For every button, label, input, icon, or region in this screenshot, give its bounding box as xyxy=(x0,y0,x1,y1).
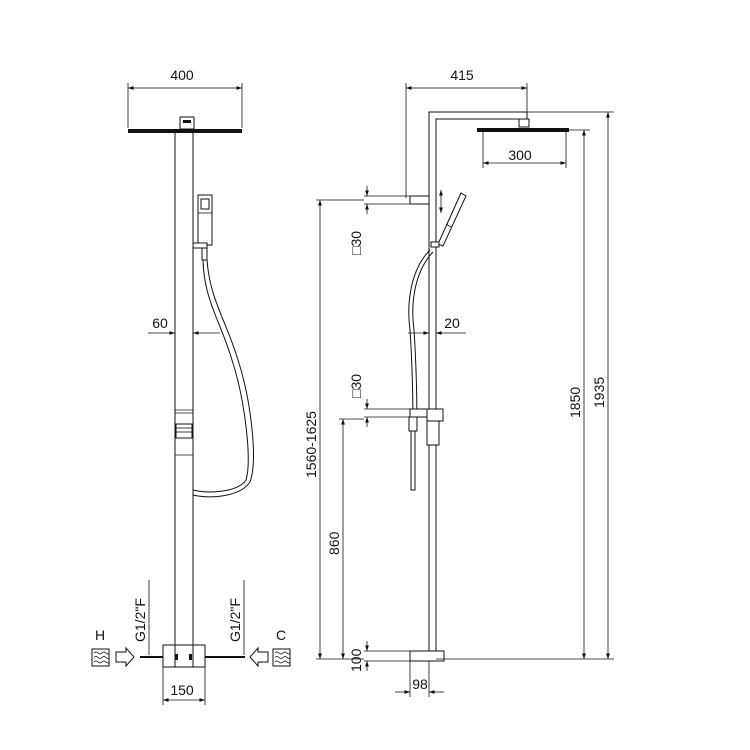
thread-dimensions: G1/2"F G1/2"F xyxy=(132,580,245,655)
cold-inlet: C xyxy=(249,627,291,668)
dim-inlet-height: 100 xyxy=(348,648,364,672)
dim-bar-width: 60 xyxy=(152,315,168,331)
dim-head-size: 300 xyxy=(508,147,532,163)
dim-valve-height: 860 xyxy=(326,531,342,555)
shower-head-front xyxy=(128,116,242,133)
inlet-box-front xyxy=(140,644,245,668)
valve-height-dimension: 860 xyxy=(326,418,364,659)
dim-wall-offset: 98 xyxy=(412,676,428,692)
dim-total-height: 1935 xyxy=(591,377,607,408)
upper-bracket: □30 xyxy=(348,186,443,255)
holder-offset-dimension: 20 xyxy=(408,315,466,335)
dim-holder-offset: 20 xyxy=(444,315,460,331)
dim-section-upper: □30 xyxy=(348,231,364,255)
cold-water-icon xyxy=(272,648,291,667)
head-size-dimension: 300 xyxy=(482,132,567,168)
front-view: 400 60 xyxy=(91,67,291,705)
hand-shower-front xyxy=(192,194,213,261)
shower-column-side xyxy=(428,111,569,660)
thread-label-right: G1/2"F xyxy=(227,598,243,642)
dim-arm-reach: 415 xyxy=(450,67,474,83)
head-width-dimension: 400 xyxy=(127,67,243,128)
bar-width-dimension: 60 xyxy=(148,315,220,335)
arm-reach-dimension: 415 xyxy=(405,67,528,198)
dim-head-width: 400 xyxy=(170,67,194,83)
side-view: 415 300 □30 xyxy=(303,67,614,697)
inlet-arrow-icon xyxy=(115,646,135,668)
head-height-range-dimension: 1560-1625 xyxy=(303,199,364,660)
shower-column-front xyxy=(174,133,194,645)
hot-label: H xyxy=(95,627,105,643)
dim-head-height-range: 1560-1625 xyxy=(303,411,319,478)
wall-inlet-side: 100 xyxy=(348,641,445,672)
dim-section-lower: □30 xyxy=(348,374,364,398)
hot-inlet: H xyxy=(91,627,135,668)
cold-label: C xyxy=(276,627,286,643)
dim-inlet-spacing: 150 xyxy=(170,682,194,698)
total-height-dimensions: 1850 1935 xyxy=(436,111,614,660)
inlet-spacing-dimension: 150 xyxy=(162,667,206,705)
hot-water-icon xyxy=(91,648,110,667)
hand-shower-side xyxy=(408,192,467,431)
thread-label-left: G1/2"F xyxy=(132,598,148,642)
wall-offset-dimension: 98 xyxy=(395,661,444,697)
lower-bracket-diverter: □30 xyxy=(348,374,444,491)
inlet-arrow-icon xyxy=(249,646,269,668)
hose-front xyxy=(192,259,254,498)
dim-total-to-arm: 1850 xyxy=(567,387,583,418)
